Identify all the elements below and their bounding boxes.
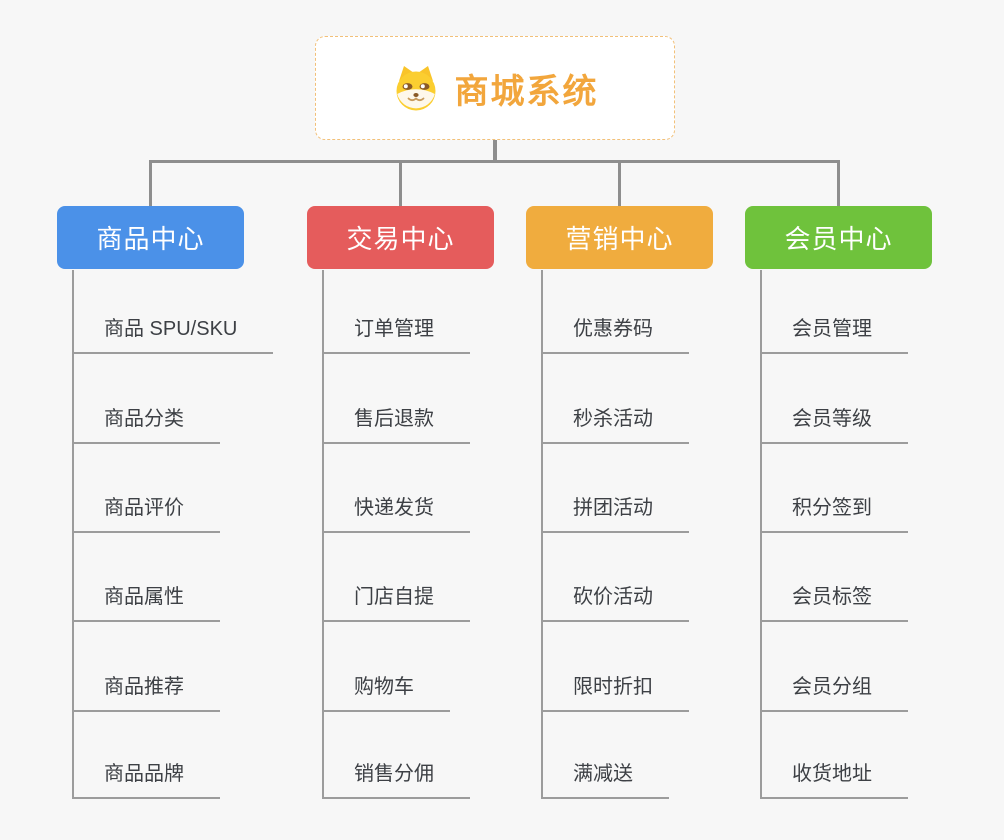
branch-product-center[interactable]: 商品中心	[57, 206, 244, 269]
branch-label: 商品中心	[96, 224, 205, 254]
branch-marketing-center[interactable]: 营销中心	[526, 206, 713, 269]
leaf-node[interactable]: 订单管理	[324, 315, 470, 354]
root-node[interactable]: 商城系统	[315, 36, 675, 140]
leaf-node[interactable]: 会员标签	[762, 583, 908, 622]
leaf-node[interactable]: 收货地址	[762, 760, 908, 799]
connector-drop-product	[149, 160, 152, 207]
root-title: 商城系统	[454, 72, 599, 111]
branch-label: 会员中心	[784, 224, 893, 254]
connector-drop-trade	[399, 160, 402, 207]
leaf-node[interactable]: 商品 SPU/SKU	[74, 315, 274, 354]
leaf-node[interactable]: 砍价活动	[543, 583, 689, 622]
leaf-node[interactable]: 购物车	[324, 673, 450, 712]
connector-root-stub	[493, 139, 497, 163]
branch-label: 交易中心	[346, 224, 455, 254]
branch-trade-center[interactable]: 交易中心	[307, 206, 494, 269]
leaf-node[interactable]: 商品评价	[74, 494, 220, 533]
leaf-node[interactable]: 商品属性	[74, 583, 220, 622]
dog-face-icon	[392, 64, 440, 112]
leaf-node[interactable]: 积分签到	[762, 494, 908, 533]
leaf-node[interactable]: 商品推荐	[74, 673, 220, 712]
leaf-node[interactable]: 快递发货	[324, 494, 470, 533]
branch-label: 营销中心	[565, 224, 674, 254]
branch-product-children: 商品 SPU/SKU 商品分类 商品评价 商品属性 商品推荐 商品品牌	[72, 270, 312, 799]
leaf-node[interactable]: 拼团活动	[543, 494, 689, 533]
leaf-node[interactable]: 会员分组	[762, 673, 908, 712]
branch-trade-children: 订单管理 售后退款 快递发货 门店自提 购物车 销售分佣	[322, 270, 562, 799]
leaf-node[interactable]: 会员等级	[762, 405, 908, 444]
leaf-node[interactable]: 售后退款	[324, 405, 470, 444]
connector-drop-member	[837, 160, 840, 207]
leaf-node[interactable]: 门店自提	[324, 583, 470, 622]
leaf-node[interactable]: 商品品牌	[74, 760, 220, 799]
connector-drop-marketing	[618, 160, 621, 207]
connector-bus	[149, 160, 840, 163]
leaf-node[interactable]: 会员管理	[762, 315, 908, 354]
leaf-node[interactable]: 优惠券码	[543, 315, 689, 354]
leaf-node[interactable]: 秒杀活动	[543, 405, 689, 444]
leaf-node[interactable]: 满减送	[543, 760, 669, 799]
leaf-node[interactable]: 商品分类	[74, 405, 220, 444]
branch-member-children: 会员管理 会员等级 积分签到 会员标签 会员分组 收货地址	[760, 270, 1000, 799]
branch-marketing-children: 优惠券码 秒杀活动 拼团活动 砍价活动 限时折扣 满减送	[541, 270, 781, 799]
branch-member-center[interactable]: 会员中心	[745, 206, 932, 269]
leaf-node[interactable]: 销售分佣	[324, 760, 470, 799]
leaf-node[interactable]: 限时折扣	[543, 673, 689, 712]
